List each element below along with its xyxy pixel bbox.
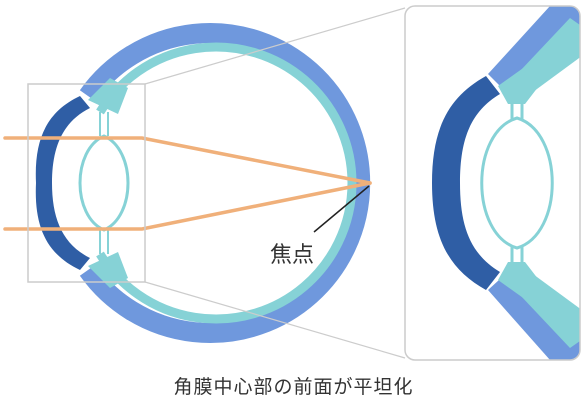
zoom-panel <box>404 5 581 361</box>
zoom-cornea <box>432 76 500 290</box>
focus-pointer-line <box>313 185 370 233</box>
ciliary-body-bottom <box>88 252 128 288</box>
zoom-ciliary-bottom <box>498 262 545 310</box>
lens <box>78 134 130 232</box>
light-ray-top <box>3 136 372 185</box>
sclera-inner <box>96 42 357 324</box>
sclera-outer <box>79 23 371 343</box>
magnify-source-frame <box>27 83 146 283</box>
zonule-fibers <box>99 112 109 254</box>
zoom-panel-border <box>404 5 581 361</box>
zoom-lens <box>480 116 554 250</box>
light-rays <box>3 136 372 231</box>
ciliary-body-top <box>88 78 128 114</box>
focus-label: 焦点 <box>270 243 314 268</box>
caption: 角膜中心部の前面が平坦化 <box>173 376 414 398</box>
light-ray-bottom <box>3 181 372 231</box>
zoom-ciliary-top <box>498 56 545 104</box>
magnify-connector-top <box>144 7 406 85</box>
magnify-connector-bottom <box>144 281 406 359</box>
eyeball <box>35 23 371 343</box>
